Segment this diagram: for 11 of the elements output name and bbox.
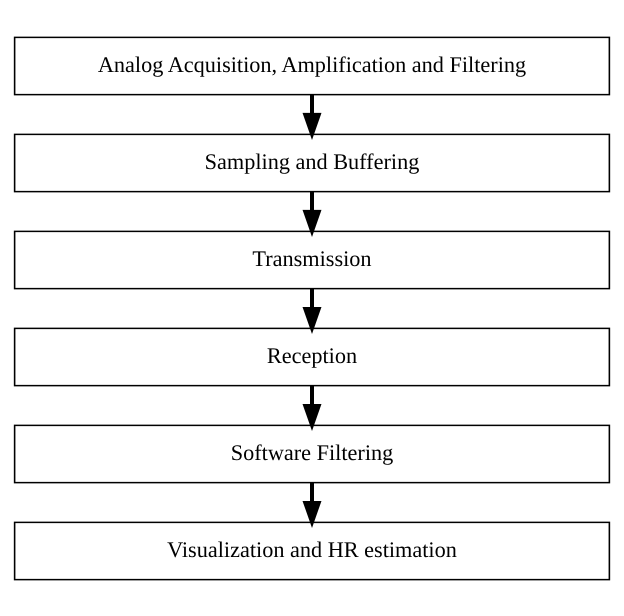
node-box: Reception (14, 327, 610, 386)
arrow (302, 288, 322, 334)
node-box: Sampling and Buffering (14, 133, 610, 192)
node-box: Visualization and HR estimation (14, 521, 610, 580)
node-box: Software Filtering (14, 424, 610, 483)
node-box: Analog Acquisition, Amplification and Filtering (14, 36, 610, 95)
arrow (302, 191, 322, 237)
arrow (302, 385, 322, 431)
node-box: Transmission (14, 230, 610, 289)
arrow (302, 94, 322, 140)
arrow (302, 482, 322, 528)
